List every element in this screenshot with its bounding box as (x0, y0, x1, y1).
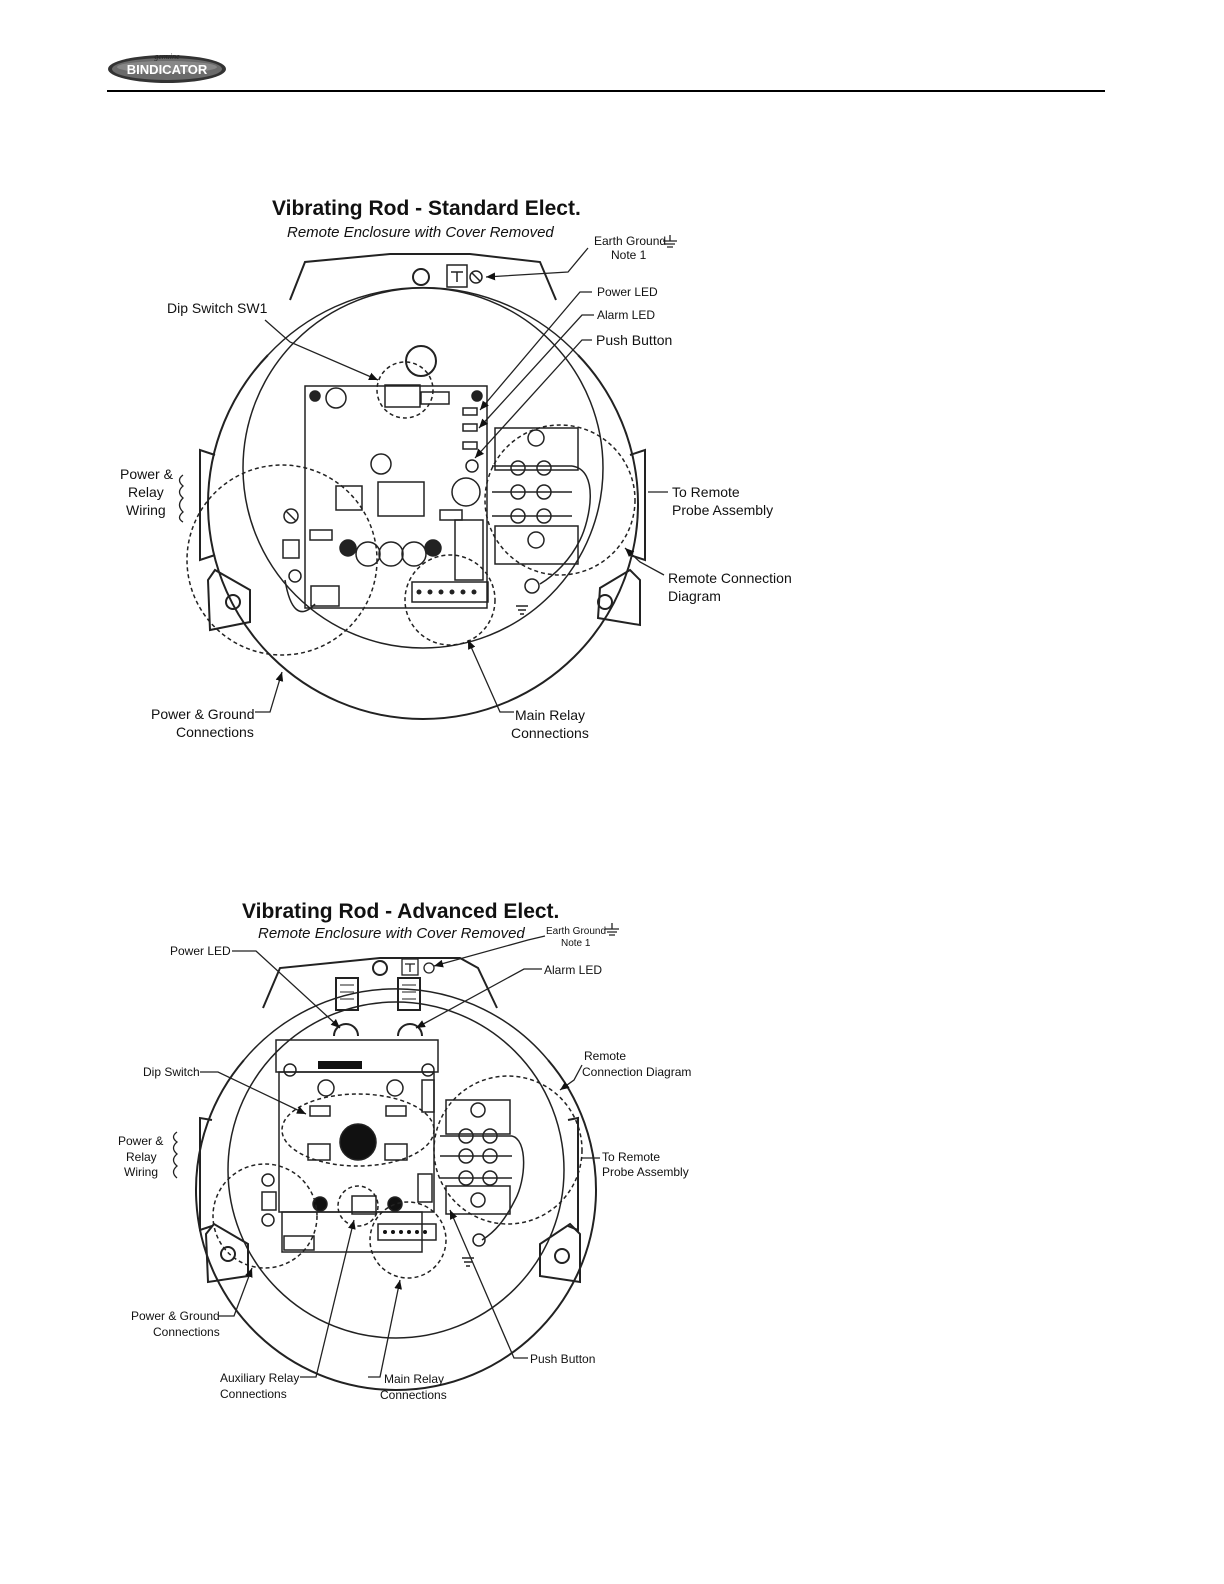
bindicator-logo: genuine BINDICATOR (108, 52, 226, 83)
label-power-relay-2b: Relay (126, 1150, 157, 1164)
label-note-2: Note 1 (561, 938, 591, 949)
label-to-remote-1b: Probe Assembly (672, 502, 773, 518)
leader-lines-standard (178, 247, 668, 713)
label-power-relay-1c: Wiring (126, 502, 166, 518)
logo-small-text: genuine (154, 52, 180, 61)
callout-circles-advanced (212, 1075, 583, 1279)
label-main-relay-2a: Main Relay (384, 1372, 444, 1386)
label-remote-conn-2b: Connection Diagram (582, 1065, 691, 1079)
label-power-ground-1a: Power & Ground (151, 706, 255, 722)
label-earth-ground-1: Earth Ground (594, 234, 666, 248)
label-alarm-led-2: Alarm LED (544, 963, 602, 977)
earth-ground-symbol-1 (663, 235, 677, 248)
label-main-relay-1b: Connections (511, 725, 589, 741)
pcb-standard (282, 384, 489, 613)
leader-lines-advanced (172, 935, 600, 1378)
label-power-relay-1a: Power & (120, 466, 174, 482)
figure1-title: Vibrating Rod - Standard Elect. (272, 197, 581, 220)
label-main-relay-2b: Connections (380, 1388, 447, 1402)
label-power-led-2: Power LED (170, 944, 231, 958)
label-power-relay-1b: Relay (128, 484, 164, 500)
figure2-title: Vibrating Rod - Advanced Elect. (242, 900, 559, 923)
callout-circles-standard (186, 361, 636, 656)
pcb-advanced (261, 1039, 525, 1267)
label-alarm-led-1: Alarm LED (597, 308, 655, 322)
label-push-button-1: Push Button (596, 332, 672, 348)
label-power-relay-2c: Wiring (124, 1165, 158, 1179)
label-note-1: Note 1 (611, 248, 647, 262)
earth-ground-symbol-2 (605, 923, 619, 936)
label-power-ground-2b: Connections (153, 1325, 220, 1339)
label-to-remote-1a: To Remote (672, 484, 740, 500)
label-main-relay-1a: Main Relay (515, 707, 585, 723)
label-remote-conn-1a: Remote Connection (668, 570, 792, 586)
label-dip-switch-1: Dip Switch SW1 (167, 300, 268, 316)
label-remote-conn-1b: Diagram (668, 588, 721, 604)
header-rule (107, 90, 1105, 92)
terminal-block-standard (492, 427, 591, 615)
label-push-button-2: Push Button (530, 1352, 595, 1366)
figure2-subtitle: Remote Enclosure with Cover Removed (258, 925, 525, 942)
label-aux-relay-2a: Auxiliary Relay (220, 1371, 299, 1385)
enclosure-standard (199, 253, 646, 720)
label-power-ground-2a: Power & Ground (131, 1309, 220, 1323)
label-power-relay-2a: Power & (118, 1134, 163, 1148)
label-to-remote-2b: Probe Assembly (602, 1165, 689, 1179)
figure-standard: Vibrating Rod - Standard Elect. Remote E… (120, 197, 792, 741)
label-remote-conn-2a: Remote (584, 1049, 626, 1063)
label-aux-relay-2b: Connections (220, 1387, 287, 1401)
logo-brand-text: BINDICATOR (127, 62, 208, 77)
label-power-ground-1b: Connections (176, 724, 254, 740)
label-earth-ground-2: Earth Ground (546, 926, 606, 937)
figure-advanced: Vibrating Rod - Advanced Elect. Remote E… (118, 900, 691, 1402)
enclosure-advanced (195, 957, 597, 1391)
figure1-subtitle: Remote Enclosure with Cover Removed (287, 224, 554, 241)
label-power-led-1: Power LED (597, 285, 658, 299)
label-to-remote-2a: To Remote (602, 1150, 660, 1164)
label-dip-switch-2: Dip Switch (143, 1065, 200, 1079)
